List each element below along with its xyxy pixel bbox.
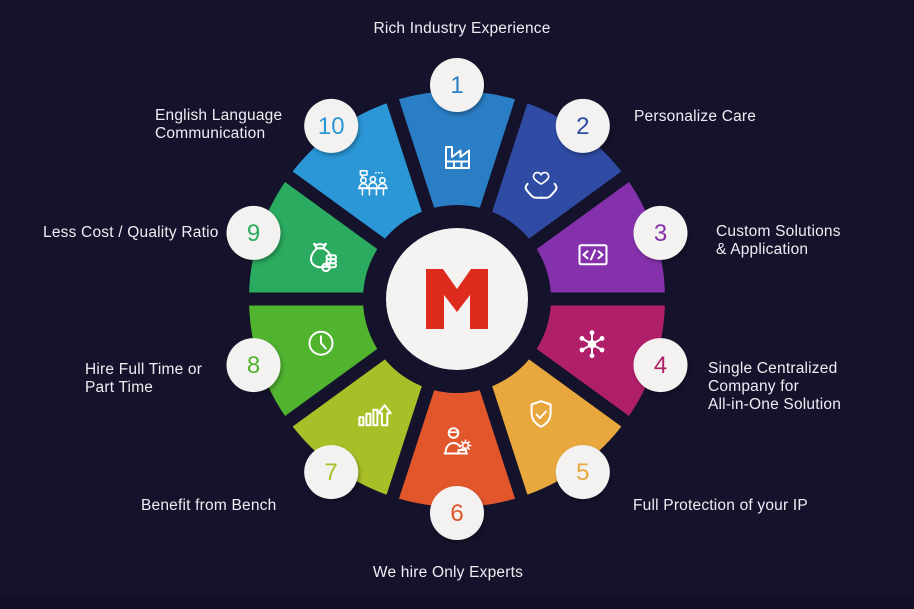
segment-7-badge: 7 [304,445,359,500]
factory-icon [445,146,470,169]
segment-5-number: 5 [576,459,589,486]
segment-1-number: 1 [450,72,463,99]
segment-8-number: 8 [247,352,260,379]
segment-3-badge: 3 [633,205,688,260]
segment-9-badge: 9 [226,205,281,260]
segment-9-label: Less Cost / Quality Ratio [43,224,219,241]
segment-1-wedge [392,91,522,299]
segment-4-badge: 4 [633,338,688,393]
segment-10-number: 10 [318,113,345,140]
segment-7-number: 7 [325,459,338,486]
network-hub-icon [579,330,605,359]
segment-2-number: 2 [576,113,589,140]
people-meeting-icon [357,170,388,196]
segment-10-badge: 10 [304,98,359,153]
company-logo-m [426,269,488,329]
segment-3-label: Custom Solutions& Application [716,223,841,258]
segment-6-label: We hire Only Experts [373,564,523,581]
segment-4-number: 4 [654,352,667,379]
segment-1-label: Rich Industry Experience [373,20,550,37]
hands-holding-heart-icon [524,171,558,199]
shield-check-icon [530,400,552,428]
growth-bars-icon [358,404,392,427]
segment-6-wedge [392,299,522,507]
clock-icon [308,330,334,356]
segment-2-label: Personalize Care [634,108,756,125]
segment-3-number: 3 [654,220,667,247]
money-bag-icon [310,242,337,273]
segment-7-label: Benefit from Bench [141,497,276,514]
segment-2-badge: 2 [555,98,610,153]
segment-5-badge: 5 [555,445,610,500]
segment-6-number: 6 [450,500,463,527]
code-window-icon [578,244,608,266]
segment-8-badge: 8 [226,338,281,393]
segment-5-label: Full Protection of your IP [633,497,808,514]
segment-1-badge: 1 [430,58,484,112]
segment-9-number: 9 [247,220,260,247]
person-gear-icon [443,427,472,455]
bottom-shade [0,596,914,609]
segment-6-badge: 6 [430,486,484,540]
